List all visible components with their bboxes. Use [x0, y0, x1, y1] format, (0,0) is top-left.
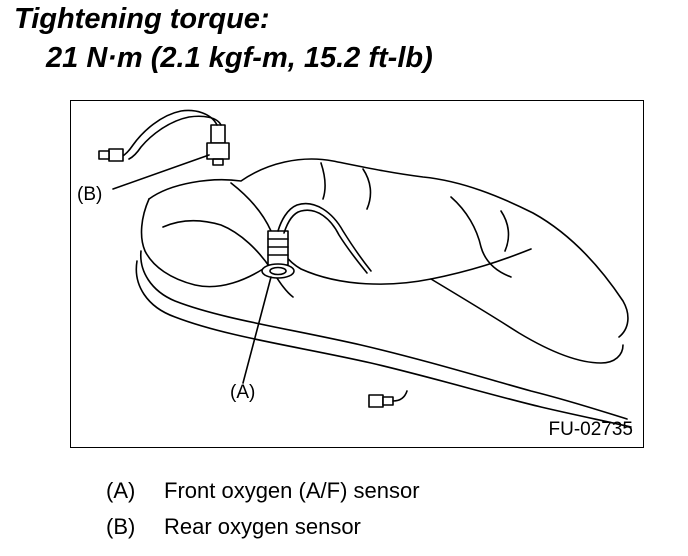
rear-oxygen-sensor: [98, 109, 230, 166]
tank-front-bulge: [140, 198, 264, 288]
tank-ridge: [230, 182, 532, 285]
legend: (A) Front oxygen (A/F) sensor (B) Rear o…: [106, 478, 420, 550]
legend-key: (B): [106, 514, 136, 539]
lower-connector: [368, 390, 408, 408]
legend-text: Front oxygen (A/F) sensor: [164, 478, 420, 503]
oxygen-sensor-illustration: [98, 109, 632, 428]
tank-inner-contour: [162, 219, 294, 298]
leader-b: [112, 154, 210, 190]
torque-value: 21 N·m (2.1 kgf-m, 15.2 ft-lb): [46, 42, 433, 74]
tank-rim-1: [140, 250, 628, 420]
front-oxygen-sensor: [261, 202, 372, 279]
legend-key: (A): [106, 478, 136, 503]
legend-text: Rear oxygen sensor: [164, 514, 361, 539]
figure-code: FU-02735: [548, 419, 634, 440]
tank-rim-2: [135, 260, 632, 428]
tank-hatch: [320, 162, 510, 252]
tank-right-contour: [430, 278, 624, 364]
legend-item: (A) Front oxygen (A/F) sensor: [106, 478, 420, 514]
heading-title: Tightening torque:: [14, 3, 270, 35]
callout-a: (A): [230, 382, 256, 403]
legend-item: (B) Rear oxygen sensor: [106, 514, 420, 550]
callout-b: (B): [77, 184, 103, 205]
tank-right-bump: [450, 196, 512, 278]
leader-a: [242, 276, 272, 384]
illustration-frame: (B) (A) FU-02735: [70, 100, 644, 448]
tank-outline: [148, 158, 629, 338]
